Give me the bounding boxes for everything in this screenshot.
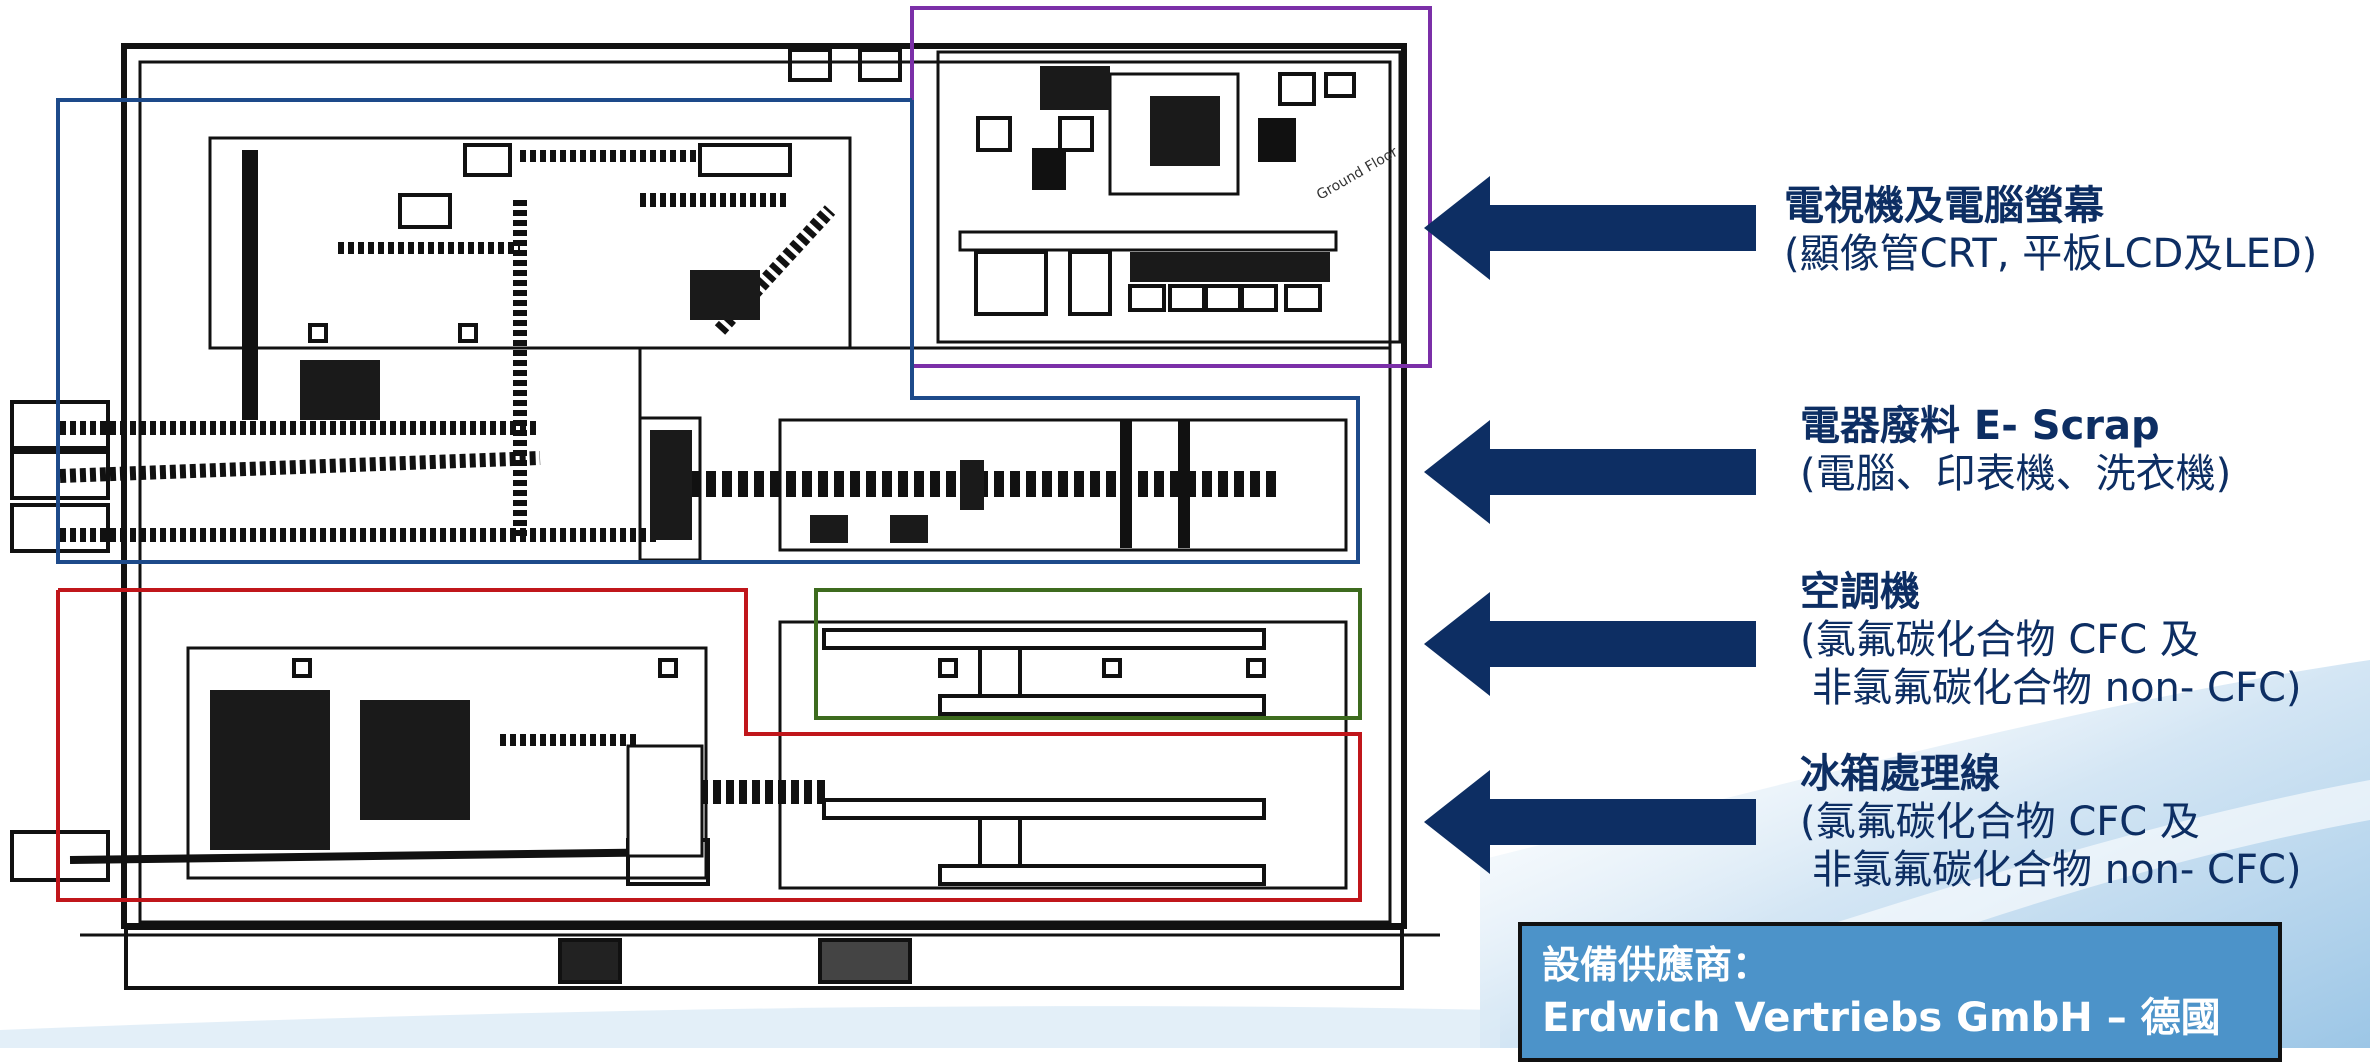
- label-subtitle: (氯氟碳化合物 CFC 及: [1800, 799, 2200, 845]
- fridge-hall: [186, 646, 708, 880]
- label-title: 電器廢料 E- Scrap: [1800, 403, 2160, 449]
- label-subtitle: (氯氟碳化合物 CFC 及: [1800, 617, 2200, 663]
- label-title: 空調機: [1800, 569, 1920, 615]
- label-subtitle: (電腦、印表機、洗衣機): [1800, 451, 2232, 497]
- label-subtitle: (顯像管CRT, 平板LCD及LED): [1784, 231, 2318, 277]
- supplier-box: 設備供應商： Erdwich Vertriebs GmbH – 德國: [1518, 922, 2282, 1062]
- tv-monitor-hall: [936, 50, 1402, 344]
- label-fridge: 冰箱處理線 (氯氟碳化合物 CFC 及 非氯氟碳化合物 non- CFC): [1800, 750, 2302, 894]
- building-inner-wall: [138, 60, 1392, 924]
- machinery: [210, 66, 1330, 850]
- ac-fridge-hall: [778, 620, 1348, 890]
- label-title: 電視機及電腦螢幕: [1784, 183, 2104, 229]
- bottom-annex: [124, 926, 1404, 990]
- label-tv-monitor: 電視機及電腦螢幕 (顯像管CRT, 平板LCD及LED): [1784, 182, 2317, 278]
- floor-plan: Ground Floor: [10, 6, 1440, 990]
- upper-left-hall: [208, 136, 852, 350]
- arrow-air-conditioner: [1424, 592, 1756, 696]
- supplier-heading: 設備供應商：: [1542, 943, 1771, 987]
- label-e-scrap: 電器廢料 E- Scrap (電腦、印表機、洗衣機): [1800, 402, 2231, 498]
- label-air-conditioner: 空調機 (氯氟碳化合物 CFC 及 非氯氟碳化合物 non- CFC): [1800, 568, 2302, 712]
- zone-fridge: [56, 588, 1362, 902]
- zone-air-conditioner: [814, 588, 1362, 720]
- zone-e-scrap: [56, 98, 1360, 564]
- label-subtitle-2: 非氯氟碳化合物 non- CFC): [1812, 847, 2302, 893]
- label-subtitle-2: 非氯氟碳化合物 non- CFC): [1812, 665, 2302, 711]
- arrow-fridge: [1424, 770, 1756, 874]
- label-title: 冰箱處理線: [1800, 751, 2000, 797]
- arrow-e-scrap: [1424, 420, 1756, 524]
- arrow-tv-monitor: [1424, 176, 1756, 280]
- supplier-name: Erdwich Vertriebs GmbH – 德國: [1542, 995, 2221, 1042]
- conveyors: [59, 150, 1280, 864]
